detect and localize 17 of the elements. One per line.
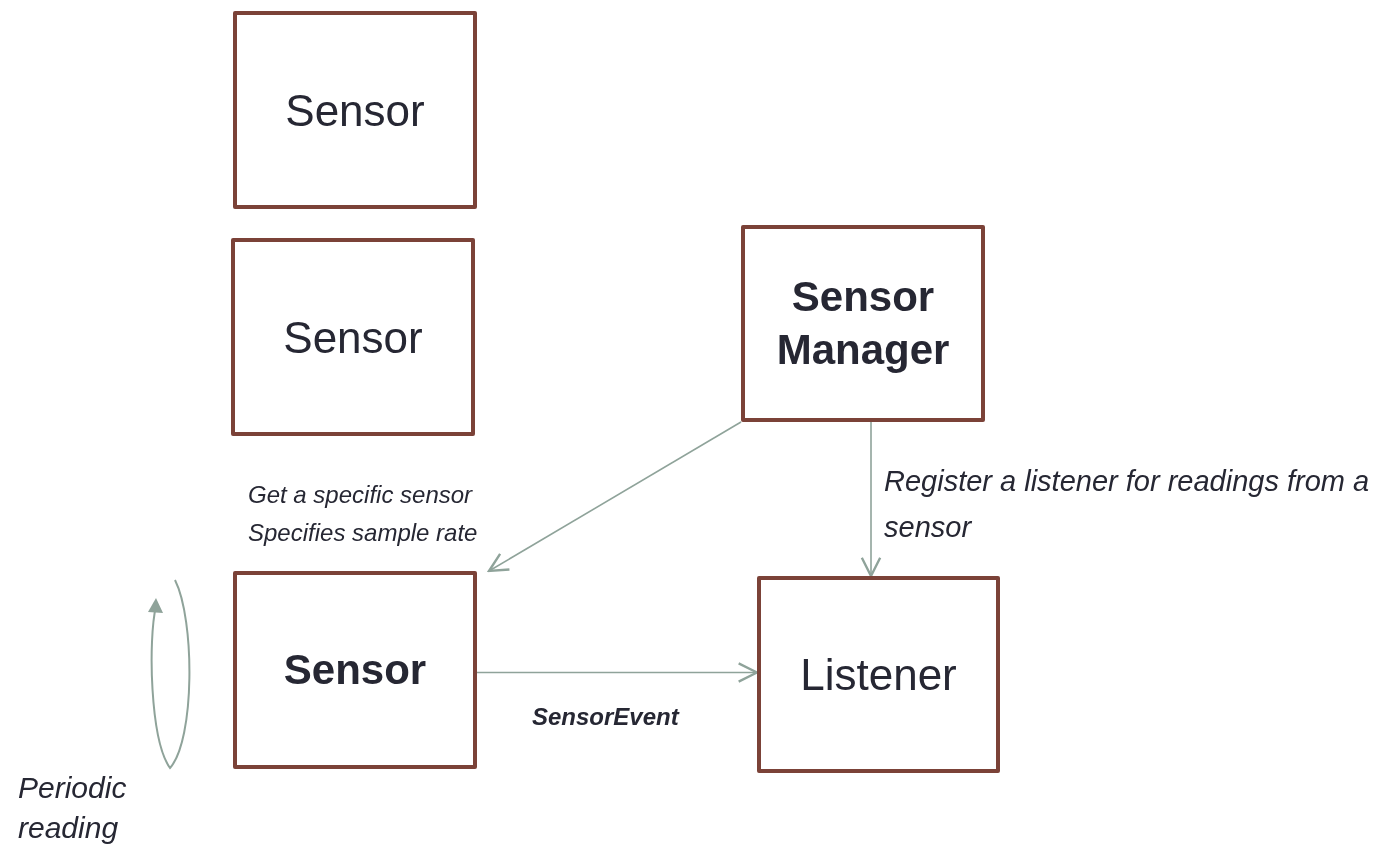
- arrow: [476, 662, 759, 683]
- edge-label: SensorEvent: [532, 702, 681, 732]
- component-box: [741, 225, 985, 422]
- edge-label: Register a listener for readings from a sensor: [884, 464, 1371, 545]
- box-label: Sensor: [283, 311, 423, 364]
- component-box: [231, 238, 475, 436]
- component-box: [233, 571, 477, 769]
- box-label: Sensor: [283, 644, 427, 695]
- box-label: Listener: [800, 649, 957, 701]
- box-label: Sensor Manager: [775, 272, 951, 375]
- arrow: [860, 421, 882, 578]
- edge-label: Get a specific sensor Specifies sample rate: [248, 480, 479, 548]
- arrow: [487, 421, 742, 573]
- component-box: [233, 11, 477, 209]
- component-box: [757, 576, 1000, 773]
- note-text: Periodic reading: [18, 770, 128, 846]
- box-label: Sensor: [285, 84, 425, 137]
